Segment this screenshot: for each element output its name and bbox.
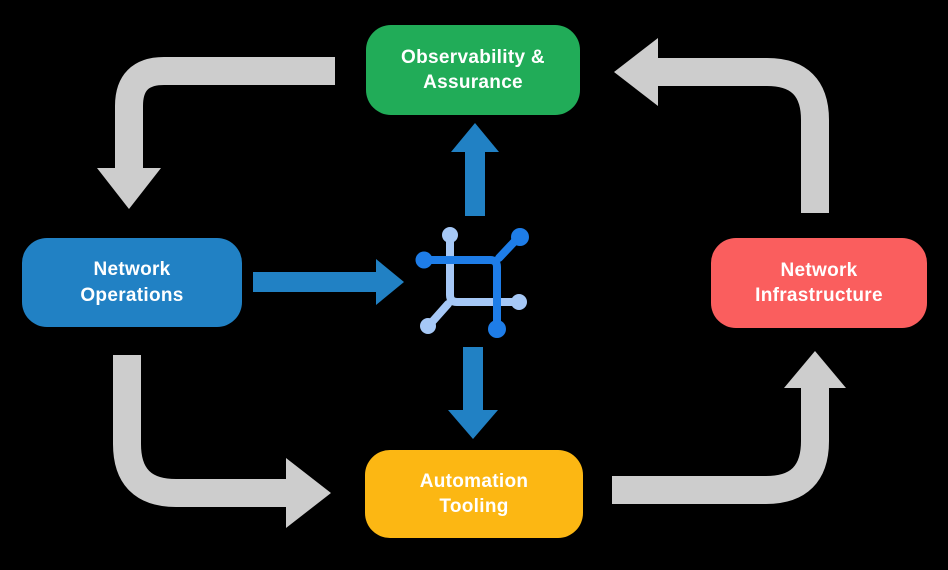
accent-arrow-operations-to-icon bbox=[253, 259, 404, 305]
arrow-shaft bbox=[113, 355, 288, 507]
node-label-line: Automation bbox=[419, 470, 529, 492]
network-icon-light-part bbox=[420, 227, 527, 334]
node-network-infrastructure: Network Infrastructure bbox=[711, 238, 927, 328]
arrow-head bbox=[451, 123, 499, 152]
arrow-head bbox=[784, 351, 846, 388]
cycle-arrow-infrastructure-to-observability bbox=[614, 38, 829, 213]
node-label-line: Tooling bbox=[439, 496, 509, 517]
cycle-arrow-operations-to-automation bbox=[113, 355, 331, 528]
arrow-head bbox=[376, 259, 404, 305]
arrow-head bbox=[448, 410, 498, 439]
icon-node-top bbox=[442, 227, 458, 243]
icon-node-top-right bbox=[511, 228, 529, 246]
icon-square-light-edge bbox=[446, 234, 516, 306]
icon-dark-diagonal bbox=[495, 237, 519, 262]
node-label-line: Observability & bbox=[401, 46, 545, 68]
node-label-line: Network bbox=[780, 259, 858, 281]
arrow-shaft bbox=[115, 57, 335, 170]
icon-square-dark-edge bbox=[422, 256, 501, 327]
arrow-head bbox=[97, 168, 161, 209]
node-observability-assurance: Observability & Assurance bbox=[366, 25, 580, 115]
arrow-head bbox=[614, 38, 658, 106]
node-label-line: Operations bbox=[80, 284, 184, 306]
arrow-head bbox=[286, 458, 331, 528]
cycle-arrow-automation-to-infrastructure bbox=[612, 351, 846, 504]
network-icon-dark-part bbox=[415, 228, 529, 338]
accent-arrow-icon-to-observability bbox=[451, 123, 499, 216]
node-network-operations: Network Operations bbox=[22, 238, 242, 327]
node-label-line: Network bbox=[93, 259, 171, 281]
accent-arrow-icon-to-automation bbox=[448, 347, 498, 439]
cycle-arrow-observability-to-operations bbox=[97, 57, 335, 209]
node-automation-tooling: Automation Tooling bbox=[365, 450, 583, 538]
arrow-shaft bbox=[612, 386, 829, 504]
icon-node-left bbox=[415, 251, 433, 269]
icon-node-right bbox=[511, 294, 527, 310]
icon-node-bottom-left bbox=[420, 318, 436, 334]
icon-node-bottom bbox=[488, 320, 506, 338]
node-label-line: Assurance bbox=[423, 72, 523, 93]
network-automation-icon bbox=[415, 227, 529, 338]
node-label-line: Infrastructure bbox=[755, 285, 883, 306]
icon-light-diagonal bbox=[428, 300, 452, 326]
arrow-shaft bbox=[656, 58, 829, 213]
